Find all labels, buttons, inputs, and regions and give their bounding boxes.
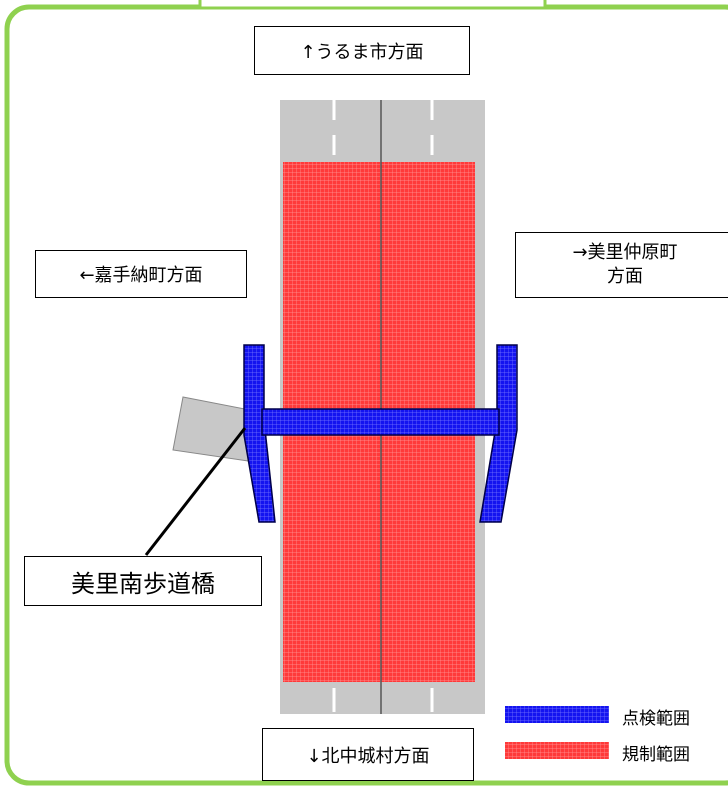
pedestrian-bridge <box>243 344 518 523</box>
label-east-line1: →美里仲原町 <box>572 241 678 263</box>
label-east: →美里仲原町 方面 <box>515 232 728 298</box>
label-west: ←嘉手納町方面 <box>35 250 247 298</box>
label-north-text: ↑うるま市方面 <box>300 41 424 63</box>
lane-dashes <box>332 100 434 712</box>
legend-swatch-regulation <box>505 742 609 759</box>
label-north: ↑うるま市方面 <box>254 26 470 75</box>
legend-swatch-inspection <box>505 706 609 723</box>
label-west-text: ←嘉手納町方面 <box>79 265 203 286</box>
legend-label-inspection: 点検範囲 <box>622 709 690 729</box>
bridge-name-label: 美里南歩道橋 <box>24 556 262 606</box>
top-tab <box>198 0 547 10</box>
legend-label-regulation: 規制範囲 <box>622 745 690 765</box>
label-east-line2: 方面 <box>607 266 643 287</box>
bridge-left-stair <box>243 344 276 523</box>
label-south-text: ↓北中城村方面 <box>306 745 430 767</box>
bridge-leader-line <box>144 427 247 556</box>
bridge-deck <box>261 408 500 436</box>
label-south: ↓北中城村方面 <box>262 728 474 781</box>
bridge-name-text: 美里南歩道橋 <box>71 569 215 598</box>
